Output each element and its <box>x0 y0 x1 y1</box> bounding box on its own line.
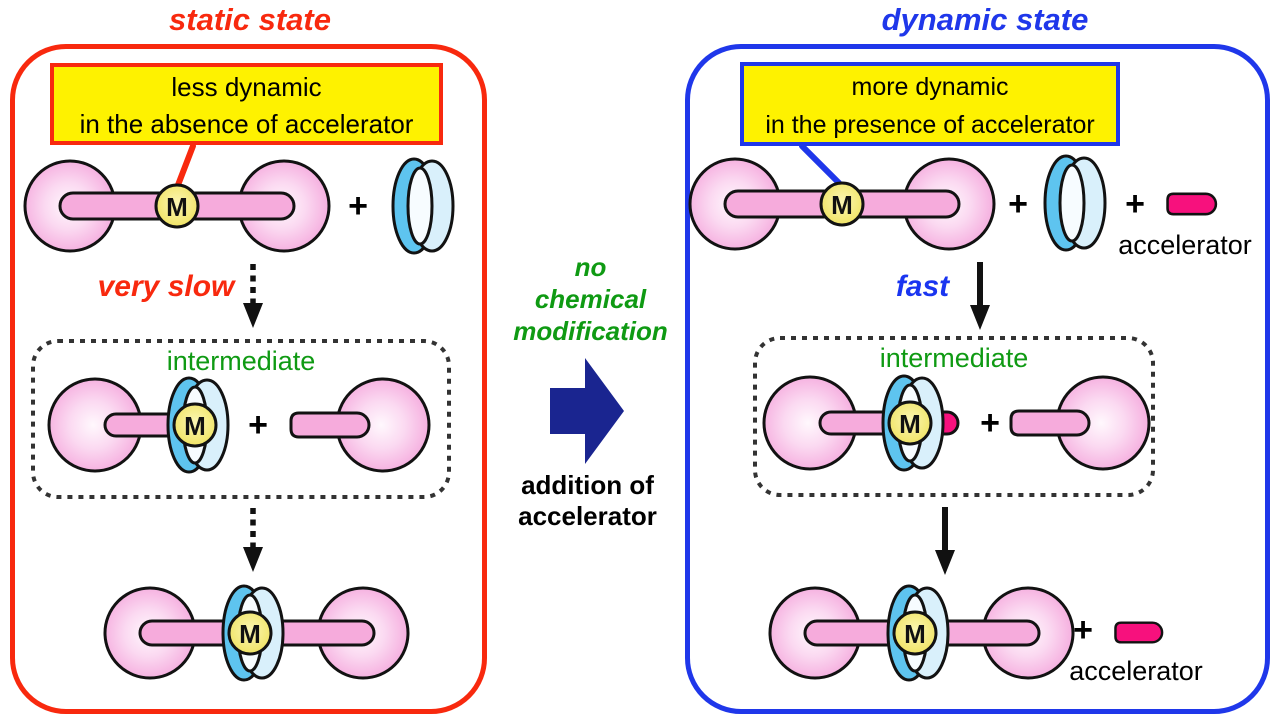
rotaxane-molecule: M <box>768 584 1075 682</box>
intermediate-label: intermediate <box>879 343 1029 373</box>
solid-down-arrow-icon <box>970 262 990 330</box>
half-dumbbell-with-ring: M <box>47 376 230 474</box>
metal-label: M <box>239 619 261 649</box>
plus-sign: + <box>980 403 1000 442</box>
half-dumbbell-with-ring-and-accelerator: M <box>762 374 960 472</box>
no-chemical-modification-note: no chemical modification <box>513 252 668 346</box>
plus-sign: + <box>1125 184 1145 223</box>
dumbbell-molecule: M <box>688 157 996 251</box>
dynamic-panel-frame <box>685 44 1270 714</box>
accelerator-pill <box>1166 192 1218 216</box>
macrocycle-ring-icon <box>1043 154 1107 252</box>
plus-sign: + <box>1073 610 1093 649</box>
dynamic-callout-line <box>799 143 842 186</box>
metal-label: M <box>904 619 926 649</box>
accelerator-label: accelerator <box>1118 230 1252 260</box>
metal-label: M <box>899 409 921 439</box>
static-state-title: static state <box>169 2 331 37</box>
half-dumbbell <box>289 377 431 473</box>
static-callout-box: less dynamic in the absence of accelerat… <box>50 63 443 145</box>
dumbbell-molecule: M <box>23 159 331 253</box>
static-callout-line <box>175 143 196 188</box>
dashed-down-arrow-icon <box>243 264 263 328</box>
dashed-down-arrow-icon <box>243 508 263 572</box>
big-right-arrow-icon <box>550 358 624 464</box>
rotaxane-molecule: M <box>103 584 410 682</box>
metal-label: M <box>166 192 188 222</box>
metal-label: M <box>184 411 206 441</box>
plus-sign: + <box>348 186 368 225</box>
half-dumbbell <box>1009 375 1151 471</box>
rate-label-fast: fast <box>895 270 950 303</box>
dynamic-callout-box: more dynamic in the presence of accelera… <box>740 62 1120 146</box>
rate-label-very-slow: very slow <box>97 270 235 303</box>
intermediate-label: intermediate <box>166 346 316 376</box>
accelerator-pill <box>1114 621 1164 644</box>
plus-sign: + <box>248 405 268 444</box>
accelerator-label: accelerator <box>1069 656 1203 686</box>
solid-down-arrow-icon <box>935 507 955 575</box>
macrocycle-ring-icon <box>391 157 455 255</box>
intermediate-dashed-box <box>753 336 1155 497</box>
addition-of-accelerator-label: addition of accelerator <box>518 470 657 531</box>
static-panel-frame <box>10 44 487 714</box>
dynamic-state-title: dynamic state <box>881 2 1089 37</box>
metal-label: M <box>831 190 853 220</box>
plus-sign: + <box>1008 184 1028 223</box>
